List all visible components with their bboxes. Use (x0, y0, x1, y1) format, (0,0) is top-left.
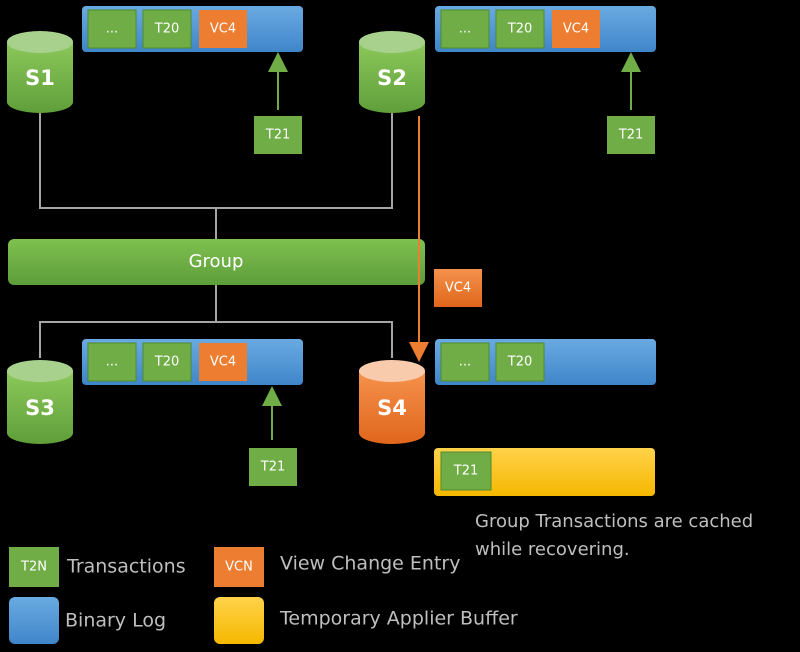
binlog-s2-t20: T20 (507, 22, 532, 37)
binlog-s2-ellipsis: ... (459, 22, 471, 37)
binlog-s2: ... T20 VC4 (435, 6, 656, 52)
legend-buffer-label: Temporary Applier Buffer (279, 608, 518, 630)
incoming-t21-s1: T21 (254, 52, 302, 154)
legend-buffer-swatch (214, 597, 264, 644)
incoming-t21-s3-label: T21 (260, 460, 285, 475)
binlog-s4-ellipsis: ... (459, 355, 471, 370)
incoming-t21-s1-label: T21 (265, 128, 290, 143)
server-s2-label: S2 (377, 66, 407, 90)
legend-view-change-swatch-label: VCN (225, 560, 253, 575)
binlog-s1-t20: T20 (154, 22, 179, 37)
server-s2: S2 (359, 31, 425, 113)
group-bar: Group (8, 239, 425, 285)
binlog-s3-ellipsis: ... (106, 355, 118, 370)
incoming-t21-s2-label: T21 (618, 128, 643, 143)
binlog-s3-vc4: VC4 (210, 355, 236, 370)
view-change-transit-label: VC4 (445, 281, 471, 296)
server-s4-label: S4 (377, 396, 407, 420)
note-line-1: Group Transactions are cached (475, 511, 753, 532)
binlog-s3-t20: T20 (154, 355, 179, 370)
binlog-s3: ... T20 VC4 (82, 339, 303, 385)
legend-transactions-swatch (9, 547, 59, 587)
view-change-transit: VC4 (434, 269, 482, 307)
binlog-s1-ellipsis: ... (106, 22, 118, 37)
server-s4: S4 (359, 360, 425, 444)
binlog-s4-t20: T20 (507, 355, 532, 370)
applier-buffer: T21 (434, 448, 655, 496)
legend-view-change-swatch (214, 547, 264, 587)
connection-lines (39, 112, 393, 358)
server-s1: S1 (7, 31, 73, 113)
incoming-t21-s3: T21 (249, 386, 297, 486)
group-label: Group (189, 251, 244, 272)
legend-binary-log-swatch (9, 597, 59, 644)
server-s3: S3 (7, 360, 73, 444)
legend-transactions-label: Transactions (66, 556, 186, 578)
server-s3-label: S3 (25, 396, 55, 420)
legend-transactions-swatch-label: T2N (20, 560, 47, 575)
s3-s4-link (39, 321, 393, 358)
server-s1-label: S1 (25, 66, 55, 90)
legend: T2N Transactions VCN View Change Entry B… (9, 547, 518, 644)
note-line-2: while recovering. (475, 539, 630, 560)
binlog-s4: ... T20 (435, 339, 656, 385)
binlog-s1: ... T20 VC4 (82, 6, 303, 52)
binlog-s1-vc4: VC4 (210, 22, 236, 37)
legend-binary-log-label: Binary Log (65, 610, 166, 632)
incoming-t21-s2: T21 (607, 52, 655, 154)
binlog-s2-vc4: VC4 (563, 22, 589, 37)
legend-view-change-label: View Change Entry (280, 553, 460, 575)
applier-buffer-t21: T21 (453, 464, 478, 479)
s1-s2-link (39, 112, 393, 209)
